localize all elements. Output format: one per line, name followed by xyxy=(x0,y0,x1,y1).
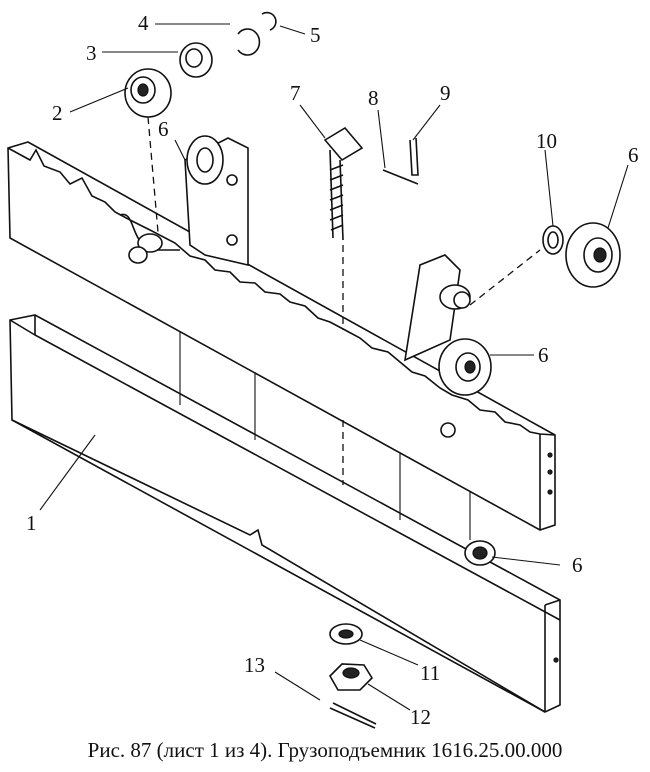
guide-rail xyxy=(9,314,561,713)
callout-7: 7 xyxy=(290,81,301,105)
split-pin-9 xyxy=(409,137,419,176)
screw-7 xyxy=(323,126,364,241)
left-bracket xyxy=(119,135,249,267)
callout-9: 9 xyxy=(440,81,451,105)
ring-10 xyxy=(542,225,564,255)
callout-13: 13 xyxy=(244,653,265,677)
callout-11: 11 xyxy=(420,661,440,685)
assembly-lines xyxy=(147,116,541,485)
clip-5 xyxy=(261,11,277,31)
bearing-2 xyxy=(124,68,172,118)
callout-6-right-low: 6 xyxy=(572,553,583,577)
pin-8 xyxy=(382,169,419,185)
spacer-3 xyxy=(179,42,213,78)
callout-6-right-mid: 6 xyxy=(538,343,549,367)
callout-8: 8 xyxy=(368,86,379,110)
bearing-6-right xyxy=(565,222,621,288)
cotter-pin-13 xyxy=(329,702,377,729)
washer-11 xyxy=(329,623,363,645)
callout-10: 10 xyxy=(536,129,557,153)
castle-nut-12 xyxy=(329,663,374,691)
leader-lines xyxy=(39,23,629,711)
callout-numbers: 1 2 3 4 5 6 6 6 6 7 8 9 10 11 12 13 xyxy=(26,11,639,729)
figure-caption: Рис. 87 (лист 1 из 4). Грузоподъемник 16… xyxy=(87,738,563,762)
callout-12: 12 xyxy=(410,705,431,729)
callout-6-left: 6 xyxy=(158,117,169,141)
right-bracket xyxy=(403,254,496,566)
callout-2: 2 xyxy=(52,101,63,125)
retaining-ring-4 xyxy=(237,28,261,56)
callout-5: 5 xyxy=(310,23,321,47)
callout-4: 4 xyxy=(138,11,149,35)
callout-6-right-top: 6 xyxy=(628,143,639,167)
callout-3: 3 xyxy=(86,41,97,65)
callout-1: 1 xyxy=(26,511,37,535)
